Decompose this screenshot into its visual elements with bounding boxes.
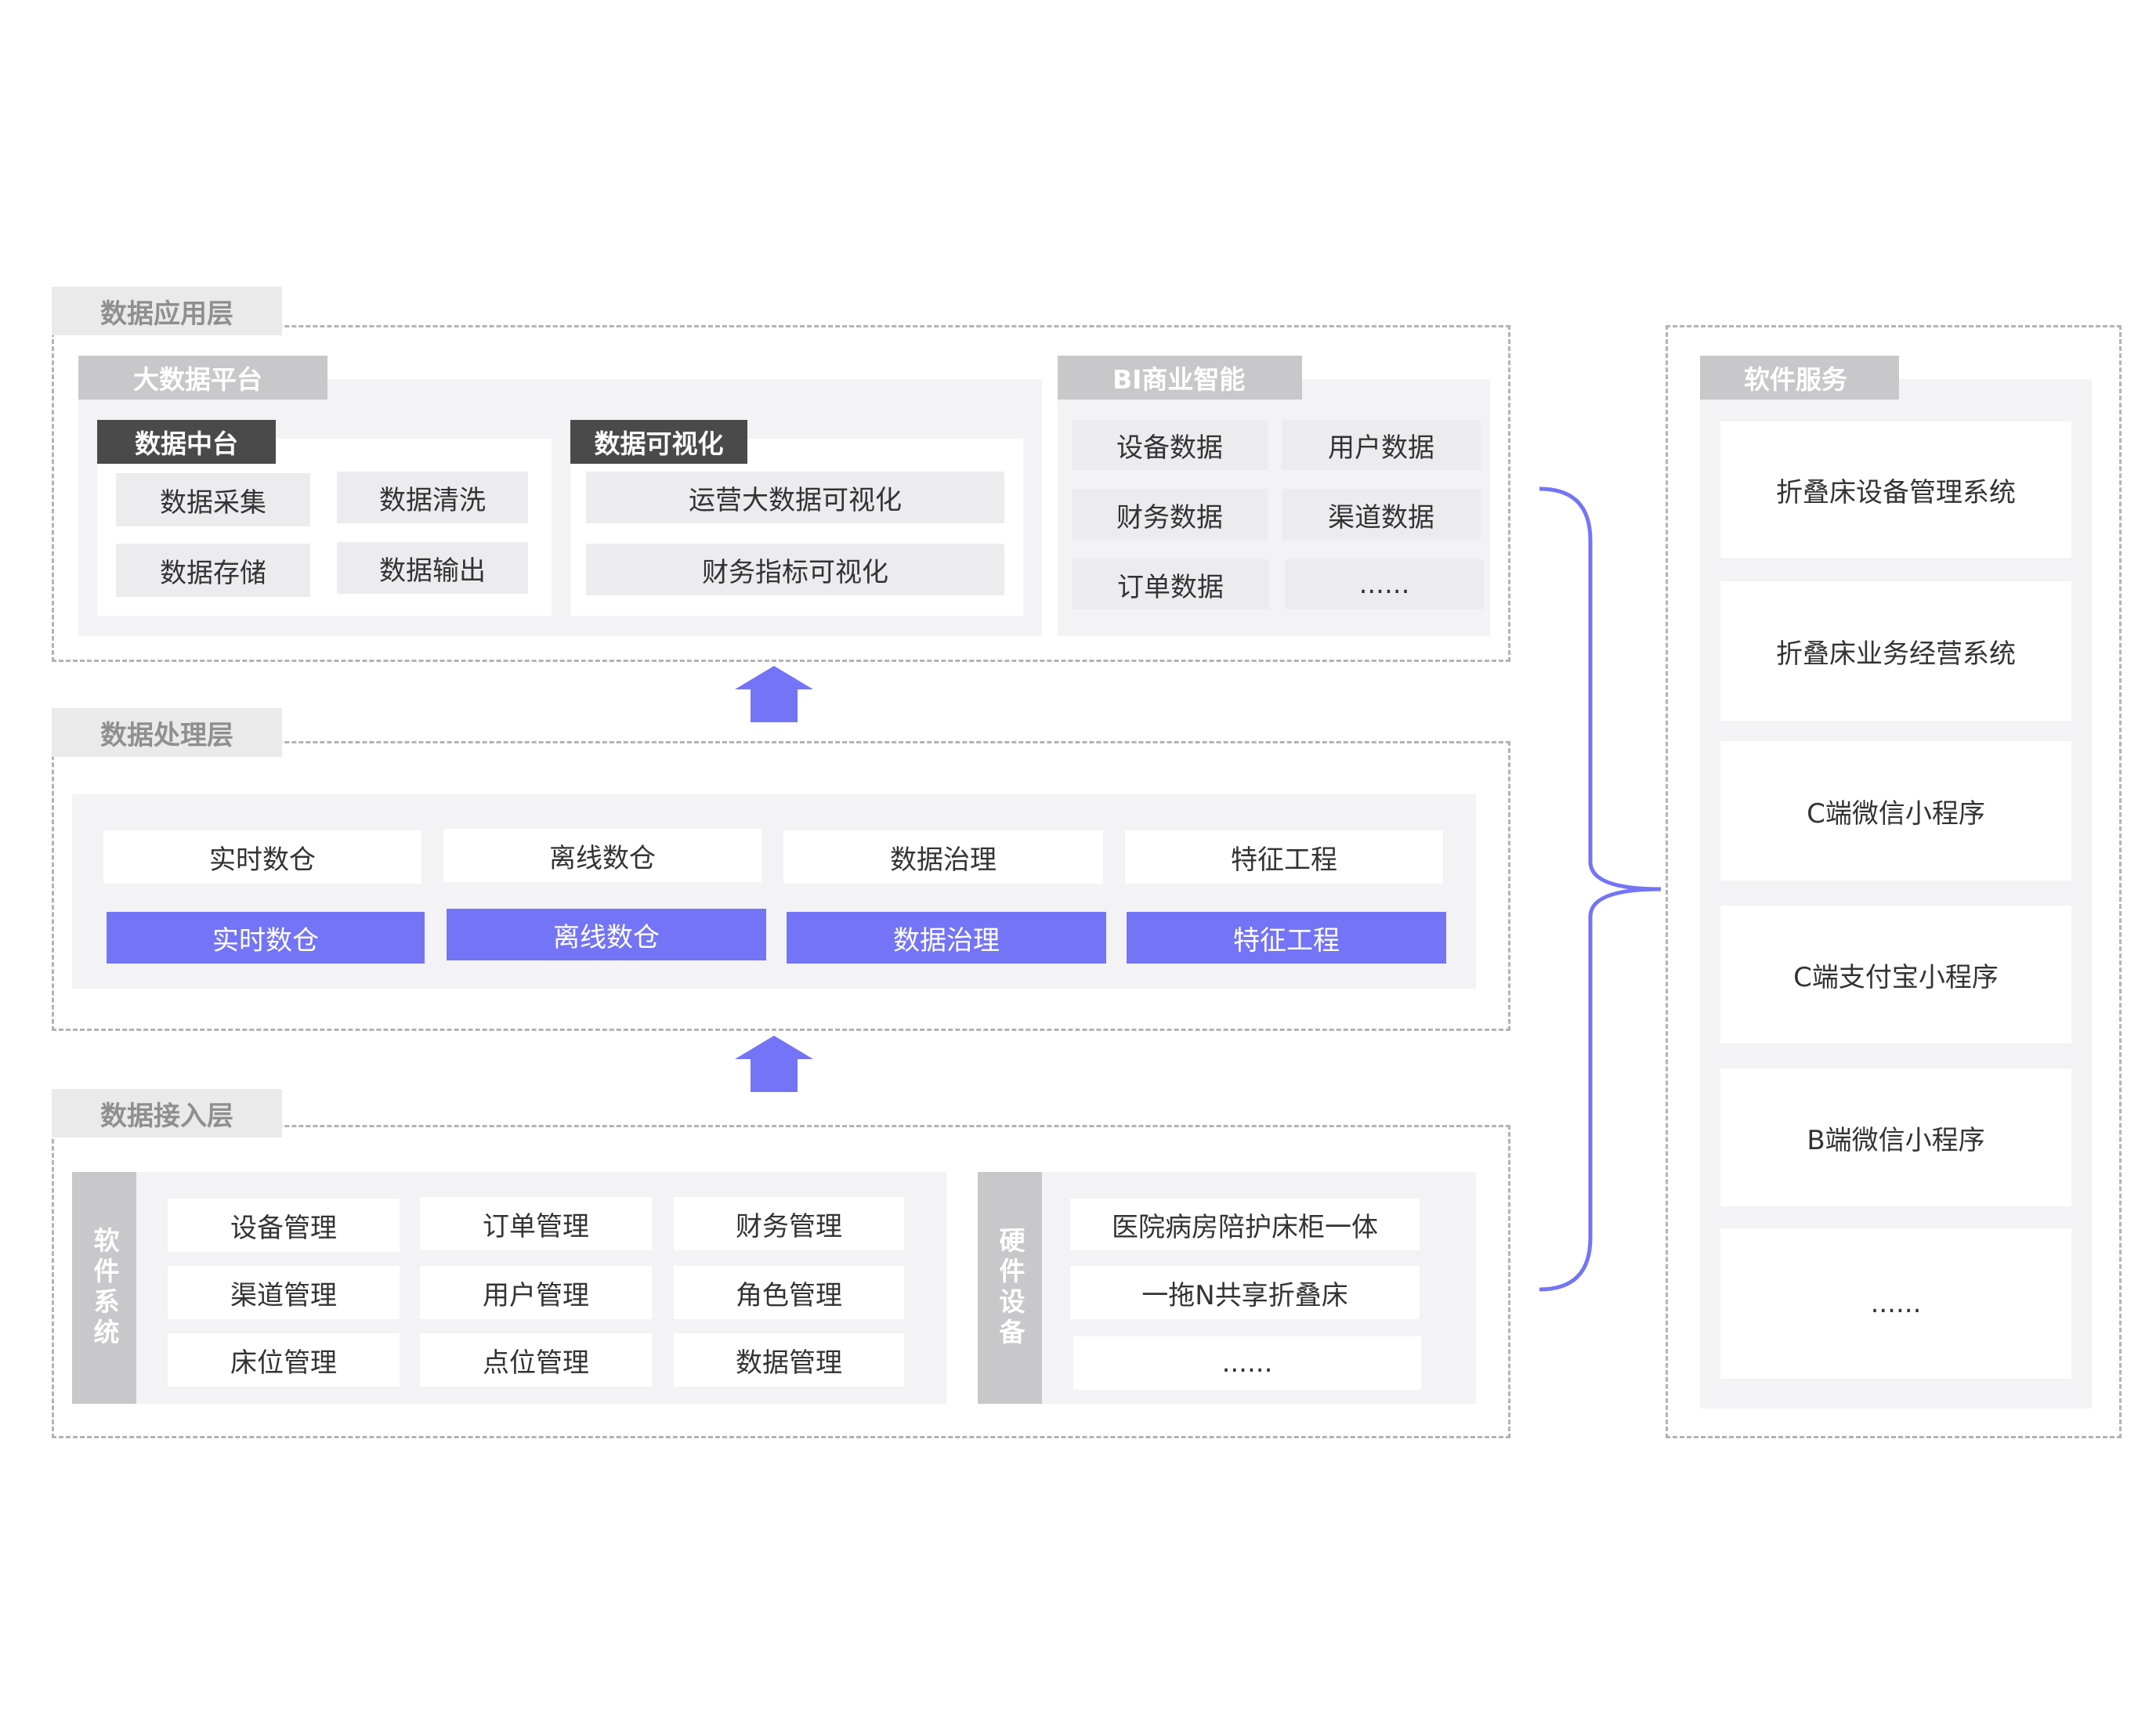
- application-layer-tab: 数据应用层: [52, 287, 282, 335]
- service-item: 折叠床业务经营系统: [1720, 581, 2071, 721]
- processing-item-highlight: 数据治理: [787, 912, 1106, 964]
- software-item: 数据管理: [674, 1333, 904, 1387]
- bi-item: 财务数据: [1072, 489, 1268, 541]
- bi-item: 订单数据: [1072, 559, 1269, 609]
- processing-item: 实时数仓: [103, 830, 421, 884]
- software-services-title: 软件服务: [1700, 356, 1899, 400]
- data-middle-item: 数据存储: [116, 544, 310, 597]
- bi-item: 设备数据: [1072, 420, 1268, 470]
- brace-connector: [1539, 486, 1662, 1292]
- software-item: 角色管理: [674, 1266, 904, 1319]
- service-item: ......: [1720, 1228, 2071, 1379]
- data-middle-item: 数据输出: [337, 542, 528, 594]
- software-item: 设备管理: [168, 1199, 400, 1252]
- access-layer-frame: [52, 1125, 1510, 1438]
- software-item: 财务管理: [674, 1197, 904, 1250]
- bigdata-platform-title: 大数据平台: [78, 356, 327, 400]
- processing-item-highlight: 离线数仓: [447, 909, 766, 960]
- software-item: 渠道管理: [168, 1266, 400, 1319]
- software-item: 用户管理: [420, 1266, 652, 1319]
- processing-item-highlight: 特征工程: [1127, 912, 1446, 964]
- processing-layer-tab: 数据处理层: [52, 708, 282, 757]
- software-label: 软件系统: [72, 1172, 136, 1404]
- service-item: 折叠床设备管理系统: [1720, 421, 2071, 558]
- processing-item-highlight: 实时数仓: [107, 912, 425, 964]
- visualization-item: 财务指标可视化: [586, 544, 1004, 595]
- processing-item: 离线数仓: [443, 829, 761, 882]
- data-middle-title: 数据中台: [97, 420, 276, 464]
- hardware-item: ......: [1073, 1336, 1421, 1390]
- processing-item: 特征工程: [1125, 830, 1443, 884]
- service-item: C端微信小程序: [1720, 741, 2071, 881]
- arrow-up-icon: [735, 1036, 813, 1092]
- service-item: C端支付宝小程序: [1720, 906, 2071, 1043]
- hardware-label: 硬件设备: [978, 1172, 1042, 1404]
- bi-title: BI商业智能: [1058, 356, 1302, 400]
- application-layer-frame: [52, 325, 1510, 662]
- software-item: 床位管理: [168, 1333, 400, 1387]
- software-item: 点位管理: [420, 1333, 652, 1387]
- access-layer-tab: 数据接入层: [52, 1089, 282, 1137]
- arrow-up-icon: [735, 666, 813, 722]
- bi-item: ......: [1285, 559, 1484, 609]
- bi-item: 渠道数据: [1282, 489, 1481, 541]
- data-middle-item: 数据采集: [116, 473, 310, 526]
- processing-layer-frame: [52, 741, 1510, 1031]
- visualization-item: 运营大数据可视化: [586, 472, 1004, 523]
- hardware-item: 一拖N共享折叠床: [1070, 1266, 1420, 1319]
- hardware-item: 医院病房陪护床柜一体: [1070, 1199, 1420, 1250]
- software-item: 订单管理: [420, 1197, 652, 1250]
- visualization-title: 数据可视化: [570, 420, 747, 464]
- data-middle-item: 数据清洗: [337, 472, 528, 523]
- bi-item: 用户数据: [1282, 420, 1481, 470]
- software-services-frame: [1666, 325, 2122, 1438]
- service-item: B端微信小程序: [1720, 1069, 2071, 1206]
- processing-item: 数据治理: [783, 830, 1103, 884]
